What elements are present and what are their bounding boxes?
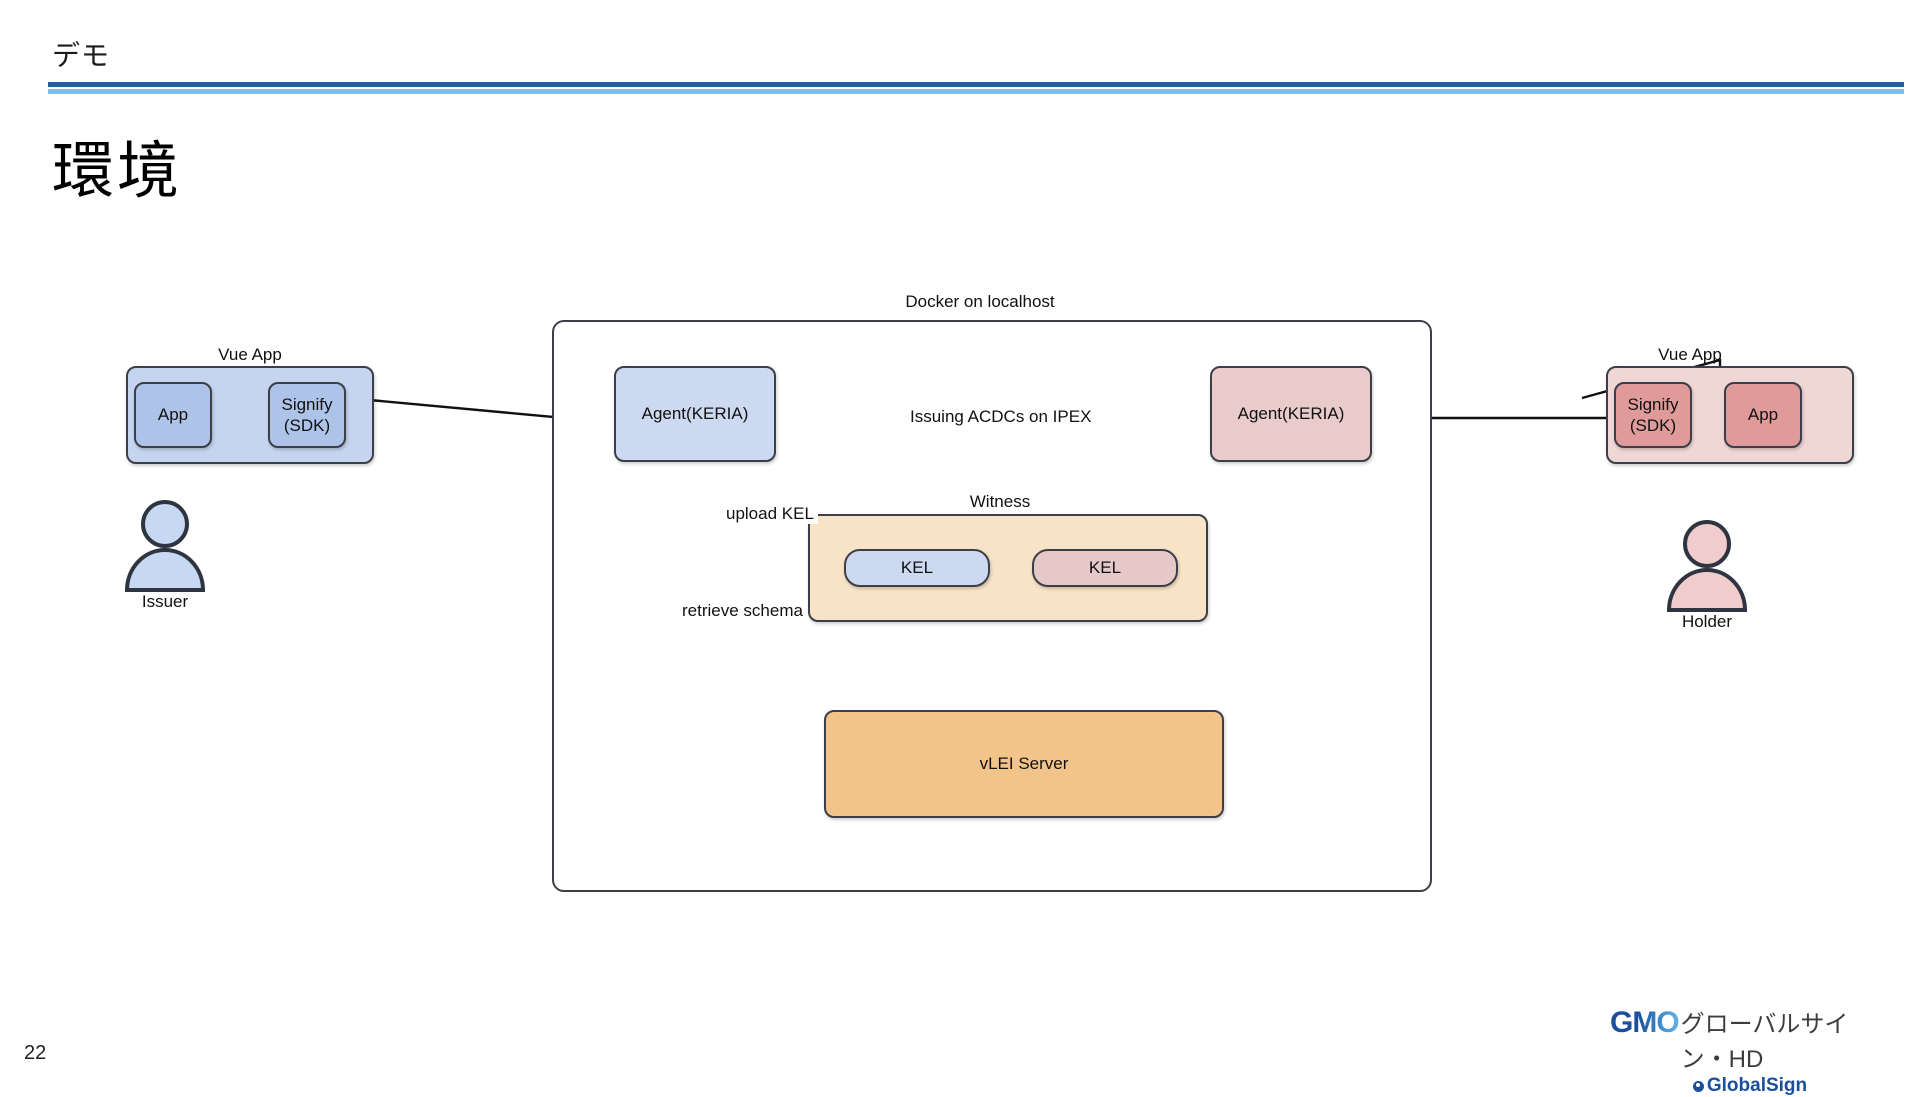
- left-app-label: App: [157, 405, 189, 425]
- edge-label-retrieve-schema: retrieve schema: [678, 601, 807, 621]
- holder-label: Holder: [1681, 612, 1733, 631]
- left-signify-label-line1: Signify: [281, 394, 333, 414]
- page-number: 22: [24, 1042, 47, 1064]
- witness-caption: Witness: [969, 492, 1031, 511]
- left-app-box[interactable]: App: [134, 382, 212, 448]
- logo-secondary-row: GlobalSign: [1610, 1075, 1890, 1097]
- vlei-server-label: vLEI Server: [979, 754, 1069, 774]
- issuer-label: Issuer: [141, 592, 189, 611]
- right-app-box[interactable]: App: [1724, 382, 1802, 448]
- agent-keria-left[interactable]: Agent(KERIA): [614, 366, 776, 462]
- edge-label-issuing-acdcs: Issuing ACDCs on IPEX: [906, 407, 1096, 427]
- kel-box-issuer[interactable]: KEL: [844, 549, 990, 587]
- slide-header: デモ: [0, 0, 1920, 100]
- kel-box-holder[interactable]: KEL: [1032, 549, 1178, 587]
- docker-caption: Docker on localhost: [905, 292, 1055, 311]
- vlei-server-box[interactable]: vLEI Server: [824, 710, 1224, 818]
- left-signify-label-line2: (SDK): [283, 416, 331, 435]
- right-vue-app-caption: Vue App: [1658, 345, 1722, 364]
- agent-keria-left-label: Agent(KERIA): [641, 404, 749, 424]
- right-app-label: App: [1747, 405, 1779, 425]
- agent-keria-right-label: Agent(KERIA): [1237, 404, 1345, 424]
- gmo-globalsign-logo: GMO グローバルサイン・HD GlobalSign: [1610, 1004, 1890, 1096]
- header-rule-dark: [48, 82, 1904, 87]
- issuer-avatar: [124, 500, 206, 592]
- logo-gmo-wordmark: GMO: [1610, 1006, 1680, 1039]
- globalsign-dot-icon: [1692, 1080, 1704, 1092]
- left-vue-app-caption: Vue App: [218, 345, 282, 364]
- logo-globalsign-wordmark: GlobalSign: [1706, 1075, 1808, 1096]
- edge-label-upload-kel: upload KEL: [722, 504, 818, 524]
- agent-keria-right[interactable]: Agent(KERIA): [1210, 366, 1372, 462]
- section-eyebrow: デモ: [52, 40, 111, 71]
- logo-japanese-wordmark: グローバルサイン・HD: [1680, 1011, 1849, 1073]
- header-rule-light: [48, 89, 1904, 94]
- kel-box-holder-label: KEL: [1088, 558, 1122, 578]
- holder-avatar: [1666, 520, 1748, 612]
- logo-primary-row: GMO グローバルサイン・HD: [1610, 1004, 1890, 1074]
- kel-box-issuer-label: KEL: [900, 558, 934, 578]
- right-signify-label-line2: (SDK): [1629, 416, 1677, 435]
- right-signify-label-line1: Signify: [1627, 394, 1679, 414]
- page-title: 環境: [52, 137, 183, 206]
- left-signify-sdk-box[interactable]: Signify (SDK): [268, 382, 346, 448]
- right-signify-sdk-box[interactable]: Signify (SDK): [1614, 382, 1692, 448]
